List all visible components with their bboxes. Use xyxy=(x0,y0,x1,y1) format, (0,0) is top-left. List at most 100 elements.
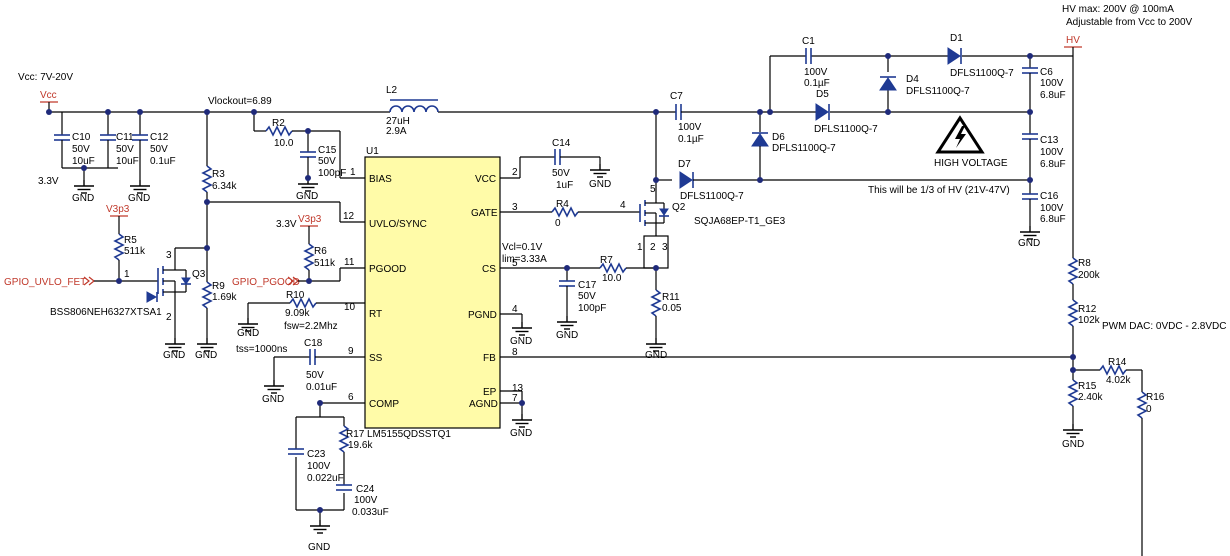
q2-pin5: 5 xyxy=(650,184,656,195)
high-voltage-label: HIGH VOLTAGE xyxy=(934,158,1008,169)
r2-resistor xyxy=(253,112,365,179)
pin-ss-num: 9 xyxy=(348,346,354,357)
r11-value: 0.05 xyxy=(662,303,682,314)
q3-part: BSS806NEH6327XTSA1 xyxy=(50,307,162,318)
pin-ss-name: SS xyxy=(369,353,383,364)
c6-ref: C6 xyxy=(1040,67,1053,78)
r7-value: 10.0 xyxy=(602,273,622,284)
q3-pin1: 1 xyxy=(124,269,130,280)
hv-adjustable-note: Adjustable from Vcc to 200V xyxy=(1066,17,1193,28)
d5-part: DFLS1100Q-7 xyxy=(814,124,878,135)
gnd-label-agnd: GND xyxy=(510,428,532,439)
r6-value: 511k xyxy=(314,258,336,269)
c11-value: 10uF xyxy=(116,156,139,167)
feedback-column xyxy=(1067,47,1148,556)
gnd-label-r10: GND xyxy=(237,328,259,339)
c13-ref: C13 xyxy=(1040,135,1059,146)
q2-ref: Q2 xyxy=(672,202,686,213)
c7-ref: C7 xyxy=(670,91,683,102)
d4-ref: D4 xyxy=(906,74,919,85)
r10-value: 9.09k xyxy=(285,308,310,319)
r8-ref: R8 xyxy=(1078,258,1091,269)
r10-resistor xyxy=(247,297,365,318)
c18-note: tss=1000ns xyxy=(236,344,287,355)
c1-value: 0.1µF xyxy=(804,78,830,89)
gnd-label-c10: GND xyxy=(72,193,94,204)
gnd-label-c15: GND xyxy=(296,191,318,202)
r16-ref: R16 xyxy=(1146,392,1165,403)
hv-max-note: HV max: 200V @ 100mA xyxy=(1062,4,1174,15)
r12-value: 102k xyxy=(1078,315,1101,326)
gnd-symbol-comp xyxy=(309,519,331,534)
junction-dots xyxy=(46,53,1076,513)
d1-part: DFLS1100Q-7 xyxy=(950,68,1014,79)
q2-pin2: 2 xyxy=(650,242,656,253)
gnd-label-c18: GND xyxy=(262,394,284,405)
c17-ref: C17 xyxy=(578,280,597,291)
c1-ref: C1 xyxy=(802,36,815,47)
c1-voltage: 100V xyxy=(804,67,828,78)
d1-ref: D1 xyxy=(950,33,963,44)
pin-cs-name: CS xyxy=(482,264,496,275)
d6-diode xyxy=(751,112,769,180)
upper-ladder-wires xyxy=(769,55,1073,113)
r4-ref: R4 xyxy=(556,199,569,210)
r4-resistor xyxy=(551,206,640,218)
gnd-symbol-c12 xyxy=(129,179,151,194)
vlockout-note: Vlockout=6.89 xyxy=(208,96,272,107)
c18-ref: C18 xyxy=(304,338,323,349)
r4-value: 0 xyxy=(555,218,561,229)
pin-fb-num: 8 xyxy=(512,347,518,358)
v33-label-left: 3.3V xyxy=(38,176,59,187)
pin-pgood-num: 11 xyxy=(344,257,355,268)
cs-note-vcl: Vcl=0.1V xyxy=(502,242,543,253)
r5-value: 511k xyxy=(124,246,146,257)
r7-ref: R7 xyxy=(600,255,613,266)
pin-comp-name: COMP xyxy=(369,399,399,410)
c23-ref: C23 xyxy=(307,449,326,460)
r17-resistor xyxy=(338,425,350,453)
r11-ref: R11 xyxy=(662,292,680,303)
u1-ic-body xyxy=(364,156,501,429)
pin-cs-num: 5 xyxy=(512,258,518,269)
q2-pin1: 1 xyxy=(637,242,643,253)
c12-ref: C12 xyxy=(150,132,169,143)
gnd-label-r11: GND xyxy=(645,350,667,361)
c1-capacitor xyxy=(805,48,812,64)
vcc-range-note: Vcc: 7V-20V xyxy=(18,72,73,83)
gnd-symbol-c10 xyxy=(73,179,95,194)
high-voltage-warning-icon xyxy=(935,115,985,154)
d4-diode xyxy=(879,76,897,91)
u1-pin-wires xyxy=(500,156,1073,414)
gnd-symbol-r15 xyxy=(1062,423,1084,438)
gpio-pgood-label: GPIO_PGOOD xyxy=(232,277,300,288)
r12-ref: R12 xyxy=(1078,304,1097,315)
c13-value: 6.8uF xyxy=(1040,159,1066,170)
q2-pin3: 3 xyxy=(662,242,668,253)
r11-resistor xyxy=(650,289,662,338)
c10-capacitor xyxy=(54,112,118,169)
c11-voltage: 50V xyxy=(116,144,134,155)
r14-ref: R14 xyxy=(1108,357,1127,368)
c12-capacitor xyxy=(132,112,148,180)
c16-voltage: 100V xyxy=(1040,203,1064,214)
gnd-label-c14: GND xyxy=(589,179,611,190)
switch-node xyxy=(655,111,676,198)
c14-capacitor xyxy=(554,149,601,165)
q3-pin3: 3 xyxy=(166,250,172,261)
r9-resistor xyxy=(201,281,213,338)
r10-note: fsw=2.2Mhz xyxy=(284,321,338,332)
c18-voltage: 50V xyxy=(306,370,324,381)
pin-pgnd-name: PGND xyxy=(468,310,497,321)
q3-mosfet xyxy=(146,247,207,338)
r5-ref: R5 xyxy=(124,235,137,246)
gnd-label-r15: GND xyxy=(1062,439,1084,450)
d7-diode xyxy=(679,171,1030,189)
r16-value: 0 xyxy=(1146,404,1152,415)
c24-voltage: 100V xyxy=(354,495,378,506)
third-hv-note: This will be 1/3 of HV (21V-47V) xyxy=(868,185,1010,196)
q2-pin4: 4 xyxy=(620,200,626,211)
r3-resistor xyxy=(201,112,213,282)
c12-voltage: 50V xyxy=(150,144,168,155)
